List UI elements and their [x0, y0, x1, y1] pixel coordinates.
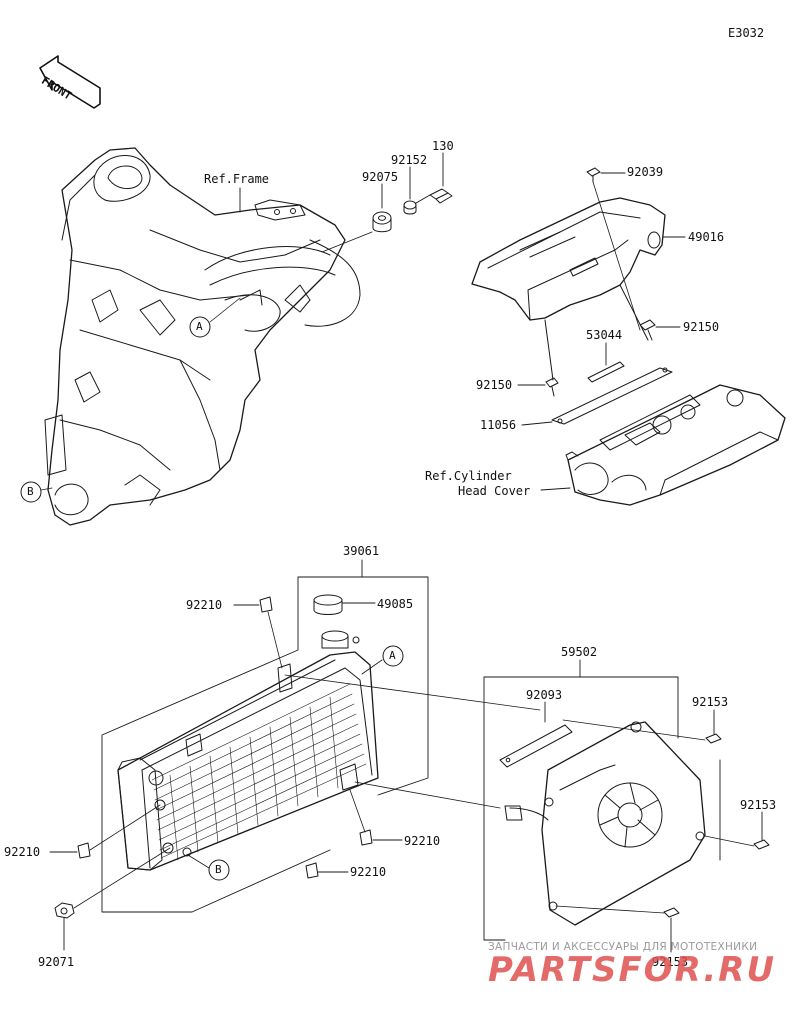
- bolt-92153-top: [705, 733, 722, 744]
- watermark-logo: PARTSFOR.RU: [488, 950, 777, 990]
- fan-group-frame: [483, 659, 721, 941]
- part-label-92210-top: 92210: [186, 598, 223, 612]
- ref-cylinder-label-1: Ref.Cylinder: [425, 469, 512, 483]
- part-label-49016: 49016: [688, 230, 725, 244]
- nut-92210-left: [77, 842, 91, 859]
- gasket-53044: [587, 361, 625, 383]
- part-label-92071: 92071: [38, 955, 75, 969]
- diagram-code: E3032: [728, 26, 765, 40]
- part-label-130: 130: [432, 139, 454, 153]
- bolt-92153-bottom: [663, 907, 680, 918]
- part-label-92093: 92093: [526, 688, 563, 702]
- callout-b-frame-label: B: [27, 485, 34, 498]
- nut-92210-midright: [359, 829, 373, 846]
- nut-92210-bottom: [305, 862, 319, 879]
- bolt-130: [415, 188, 453, 204]
- part-label-92210-left: 92210: [4, 845, 41, 859]
- front-arrow-icon: [39, 55, 101, 109]
- ref-cylinder-label-2: Head Cover: [458, 484, 531, 498]
- part-label-49085: 49085: [377, 597, 414, 611]
- frame-drawing: [44, 147, 361, 526]
- callout-a-radiator: [382, 645, 404, 667]
- part-label-92150-left: 92150: [476, 378, 513, 392]
- radiator-group-frame: [101, 559, 429, 913]
- cover-49016: [471, 197, 666, 321]
- callout-a-frame: [189, 316, 211, 338]
- nut-92210-top: [259, 596, 273, 613]
- callout-a-radiator-label: A: [389, 649, 396, 662]
- part-label-11056: 11056: [480, 418, 517, 432]
- part-label-92075: 92075: [362, 170, 399, 184]
- ref-frame-label: Ref.Frame: [204, 172, 270, 186]
- cylinder-head-cover: [565, 384, 786, 506]
- bolt-92153-mid: [753, 839, 770, 850]
- fan-59502: [504, 721, 706, 926]
- part-label-92153-mid: 92153: [740, 798, 777, 812]
- part-label-92039: 92039: [627, 165, 664, 179]
- part-label-92152: 92152: [391, 153, 428, 167]
- part-label-92153-top: 92153: [692, 695, 729, 709]
- part-label-59502: 59502: [561, 645, 598, 659]
- screw-92039: [586, 167, 601, 183]
- radiator-39061: [117, 630, 379, 871]
- bolt-92150-right: [639, 319, 656, 341]
- part-label-92153-bottom: 92153: [652, 955, 689, 969]
- part-label-39061: 39061: [343, 544, 380, 558]
- part-label-92210-bottom: 92210: [350, 865, 387, 879]
- callout-b-radiator-label: B: [215, 863, 222, 876]
- watermark-tagline: ЗАПЧАСТИ И АКСЕССУАРЫ ДЛЯ МОТОТЕХНИКИ: [488, 941, 758, 953]
- radiator-cap-49085: [313, 594, 343, 615]
- grommet-92075: [372, 211, 392, 233]
- callout-a-frame-label: A: [196, 320, 203, 333]
- part-label-92210-midright: 92210: [404, 834, 441, 848]
- callout-b-radiator: [208, 859, 230, 881]
- plate-92093: [499, 724, 573, 768]
- collar-92152: [403, 200, 417, 215]
- part-label-92150-right: 92150: [683, 320, 720, 334]
- bracket-11056: [551, 367, 673, 425]
- bolt-92150-left: [545, 377, 559, 397]
- nut-92071: [54, 902, 75, 919]
- part-label-53044: 53044: [586, 328, 623, 342]
- callout-b-frame: [20, 481, 42, 503]
